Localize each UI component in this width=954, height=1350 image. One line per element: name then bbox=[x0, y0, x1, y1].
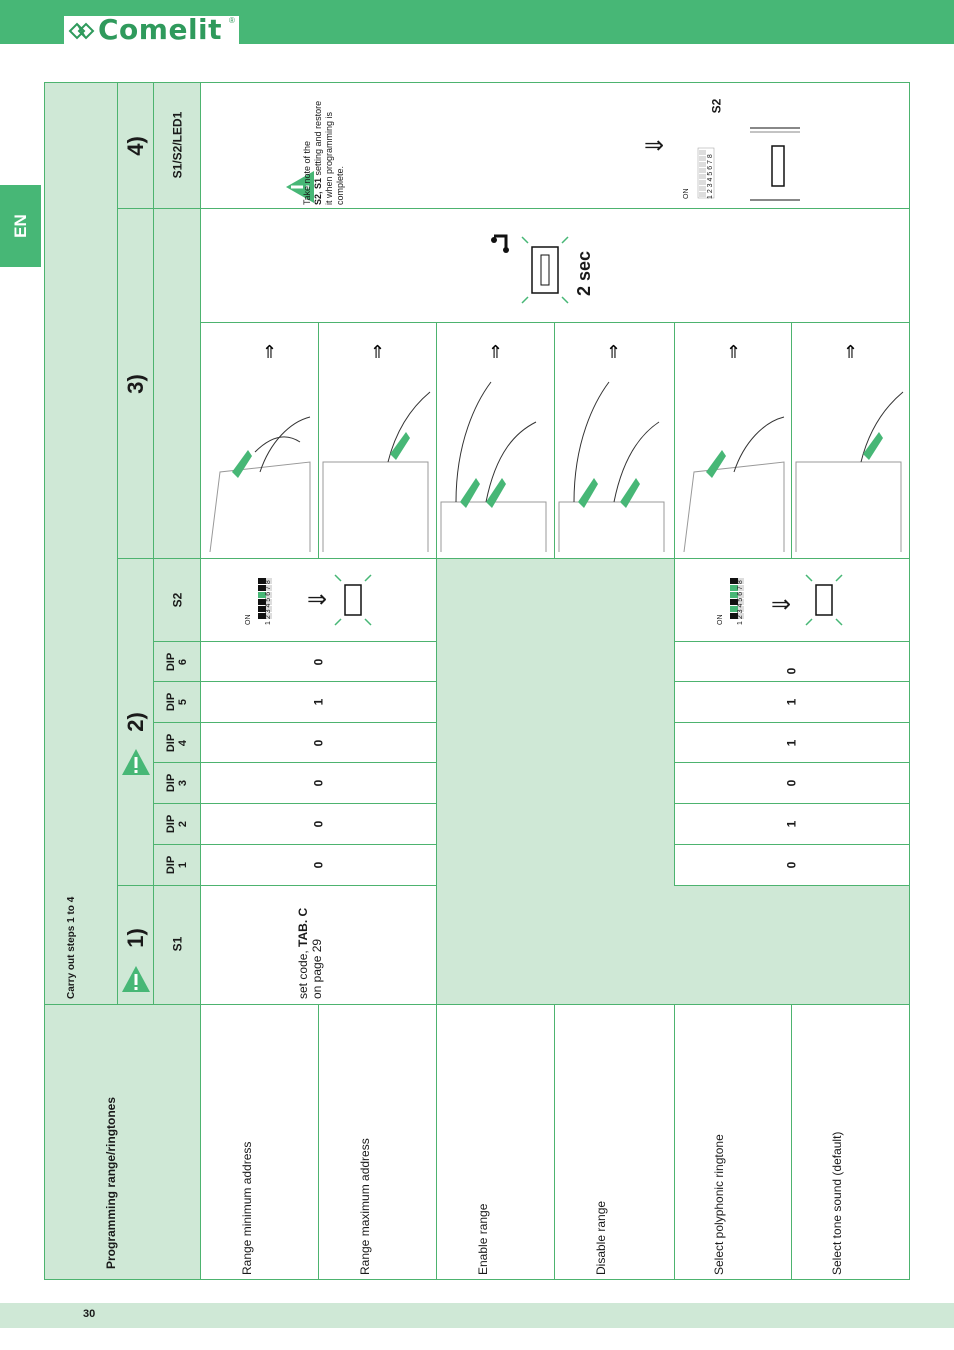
led-blink-icon bbox=[805, 574, 843, 626]
column-dip1: DIP 1 bbox=[165, 855, 189, 875]
dip1-value-a: 0 bbox=[784, 861, 798, 869]
press-button-illustration: ⇑ bbox=[209, 342, 311, 553]
note-line1: Take note of the bbox=[302, 140, 312, 205]
switch-numbers: 1 2 3 4 5 6 7 8 bbox=[737, 580, 744, 625]
dip3-value-a: 0 bbox=[784, 779, 798, 787]
switch-on-label: ON bbox=[717, 614, 724, 626]
dip-switch-diagram-range: ON 1 2 3 4 5 6 7 8 bbox=[245, 570, 280, 626]
row-label-tone-sound: Select tone sound (default) bbox=[830, 1131, 844, 1275]
language-tab: EN bbox=[0, 185, 41, 267]
press-button-illustration: ⇑ bbox=[322, 342, 431, 552]
step1-content bbox=[200, 885, 436, 1004]
press-two-buttons-illustration: ⇑ bbox=[558, 342, 665, 552]
press-button-illustration: ⇑ bbox=[683, 342, 785, 553]
row-label-range-min: Range minimum address bbox=[240, 1141, 254, 1275]
instruction-block bbox=[44, 82, 117, 1004]
dip1-value: 0 bbox=[311, 861, 325, 869]
column-dip4: DIP 4 bbox=[165, 733, 189, 753]
svg-text:⇑: ⇑ bbox=[370, 342, 385, 363]
press-two-buttons-illustration: ⇑ bbox=[440, 342, 547, 552]
column-s2: S2 bbox=[170, 592, 184, 608]
music-note-icon bbox=[491, 234, 509, 253]
step-3-label: 3) bbox=[123, 374, 148, 394]
step4-content bbox=[200, 82, 910, 208]
device-panel-illustration bbox=[750, 127, 800, 201]
column-dip3: DIP 3 bbox=[165, 773, 189, 793]
row-label-range-max: Range maximum address bbox=[358, 1138, 372, 1275]
section-title: Programming range/ringtones bbox=[104, 1096, 118, 1269]
column-s1: S1 bbox=[170, 936, 184, 952]
column-dip2: DIP 2 bbox=[165, 814, 189, 834]
svg-text:⇑: ⇑ bbox=[726, 342, 741, 363]
step4-s2-label: S2 bbox=[709, 98, 723, 114]
green-step2-fill bbox=[436, 558, 674, 1004]
hold-time: 2 sec bbox=[574, 250, 595, 296]
warning-icon bbox=[122, 749, 150, 775]
led-blink-icon bbox=[521, 236, 569, 304]
column-s1s2led1: S1/S2/LED1 bbox=[170, 111, 185, 179]
arrow-icon: ⇒ bbox=[306, 585, 328, 613]
dip5-value: 1 bbox=[311, 698, 325, 706]
switch-numbers: 1 2 3 4 5 6 7 8 bbox=[707, 154, 714, 199]
column-dip6: DIP 6 bbox=[165, 652, 189, 672]
dip6-value-a: 0 bbox=[784, 667, 798, 675]
press-button-illustration: ⇑ bbox=[795, 342, 904, 552]
brand-name: Comelit bbox=[98, 13, 223, 46]
dip4-value: 0 bbox=[311, 739, 325, 747]
led-blink-icon bbox=[334, 574, 372, 626]
dip2-value-a: 1 bbox=[784, 820, 798, 828]
dip3-value: 0 bbox=[311, 779, 325, 787]
arrow-icon: ⇒ bbox=[643, 131, 665, 159]
switch-on-label: ON bbox=[245, 614, 252, 626]
page-number: 30 bbox=[83, 1308, 96, 1320]
svg-text:⇑: ⇑ bbox=[262, 342, 277, 363]
row-label-enable-range: Enable range bbox=[476, 1203, 490, 1275]
brand-logo: Comelit ® bbox=[64, 13, 239, 46]
set-code-line2: on page 29 bbox=[310, 938, 324, 999]
dip-ringtone-content bbox=[674, 558, 910, 885]
comelit-logo-icon bbox=[68, 22, 95, 40]
note-line3: it when programming is bbox=[324, 111, 334, 205]
step-header-column bbox=[117, 82, 200, 1004]
note-line4: complete. bbox=[335, 165, 345, 205]
dip-switch-diagram-ringtone: ON 1 2 3 4 5 6 7 8 bbox=[717, 570, 752, 626]
dip-switch-diagram-step4: ON 1 2 3 4 5 6 7 8 bbox=[683, 140, 724, 200]
step-2-label: 2) bbox=[123, 712, 148, 732]
svg-text:⇑: ⇑ bbox=[606, 342, 621, 363]
set-code-line1: set code, TAB. C bbox=[296, 907, 310, 999]
warning-icon bbox=[286, 171, 314, 203]
step-4-label: 4) bbox=[123, 136, 148, 156]
dip2-value: 0 bbox=[311, 820, 325, 828]
dip6-value: 0 bbox=[311, 658, 325, 666]
switch-numbers: 1 2 3 4 5 6 7 8 bbox=[265, 580, 272, 625]
dip5-value-a: 1 bbox=[784, 698, 798, 706]
dip-range-content bbox=[200, 558, 436, 885]
column-dip5: DIP 5 bbox=[165, 692, 189, 712]
step-1-label: 1) bbox=[123, 928, 148, 948]
registered-mark: ® bbox=[229, 16, 235, 25]
dip4-value-a: 1 bbox=[784, 739, 798, 747]
row-label-polyphonic: Select polyphonic ringtone bbox=[712, 1134, 726, 1275]
switch-on-label: ON bbox=[683, 188, 690, 200]
arrow-icon: ⇒ bbox=[770, 590, 792, 618]
svg-text:⇑: ⇑ bbox=[843, 342, 858, 363]
warning-icon bbox=[122, 966, 150, 992]
instruction-text: Carry out steps 1 to 4 bbox=[66, 896, 77, 999]
svg-text:⇑: ⇑ bbox=[488, 342, 503, 363]
row-label-disable-range: Disable range bbox=[594, 1200, 608, 1275]
footer-bar bbox=[0, 1303, 954, 1328]
note-line2: S2, S1 setting and restore bbox=[313, 100, 323, 205]
